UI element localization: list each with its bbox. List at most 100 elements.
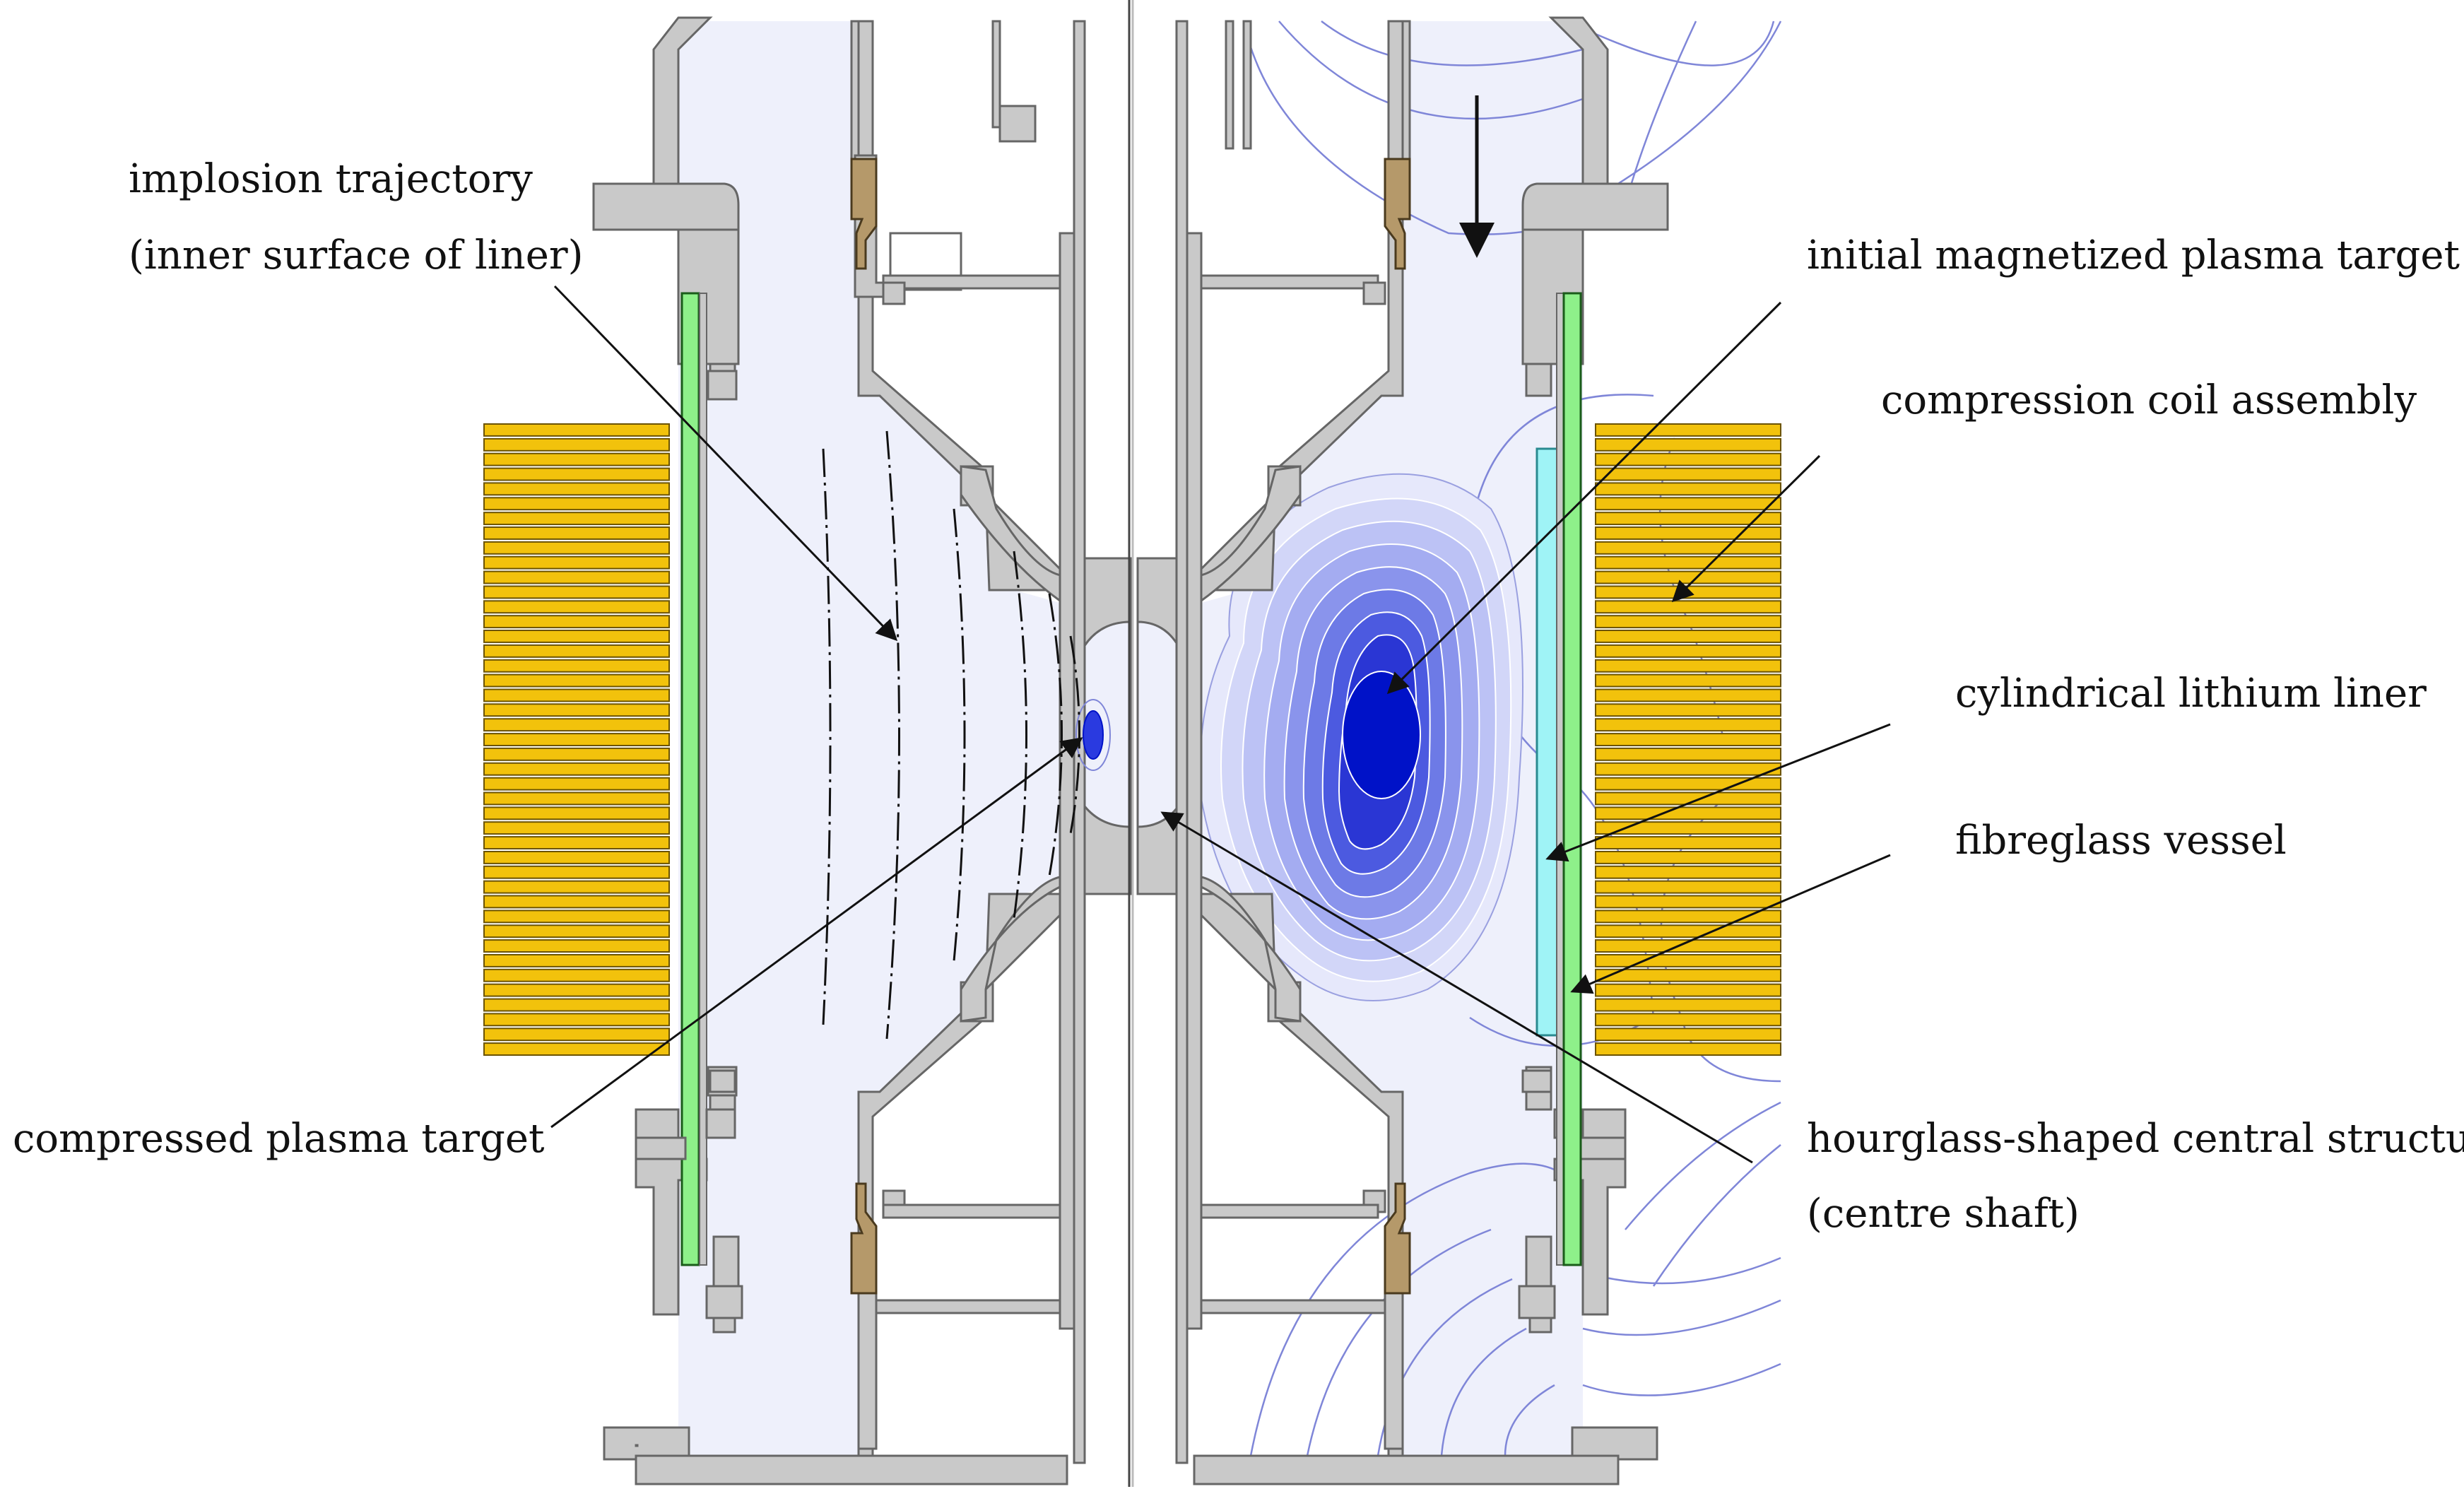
left-coil-winding [483, 570, 670, 584]
initial-plasma-target [1199, 473, 1523, 1001]
right-coil-winding [1595, 836, 1781, 849]
annotations: implosion trajectory (inner surface of l… [13, 156, 2464, 1237]
left-base-plate [635, 1454, 1068, 1485]
left-coil-winding [483, 718, 670, 732]
label-centre-shaft-2: (centre shaft) [1807, 1191, 2080, 1237]
right-coil-winding [1595, 910, 1781, 924]
right-coil-winding [1595, 968, 1781, 982]
compressed-target-contour [1075, 699, 1111, 771]
left-coil-winding [483, 482, 670, 496]
compressed-plasma-target [1083, 710, 1104, 760]
right-compression-coil [1595, 423, 1781, 1056]
label-fibreglass-vessel: fibreglass vessel [1955, 818, 2287, 864]
label-implosion-trajectory: implosion trajectory [129, 156, 533, 202]
left-coil-winding [483, 983, 670, 997]
left-coil-winding [483, 777, 670, 791]
right-coil-winding [1595, 600, 1781, 614]
right-coil-winding [1595, 777, 1781, 791]
implosion-trajectory-lines [822, 430, 1080, 1040]
left-coil-winding [483, 880, 670, 894]
right-coil-winding [1595, 512, 1781, 526]
right-coil-winding [1595, 762, 1781, 776]
left-coil-winding [483, 512, 670, 526]
right-coil-winding [1595, 541, 1781, 555]
left-bronze-bracket-top [850, 158, 878, 270]
label-lithium-liner: cylindrical lithium liner [1955, 671, 2427, 717]
left-coil-winding [483, 791, 670, 806]
left-compression-coil [483, 423, 670, 1056]
right-coil-winding [1595, 703, 1781, 717]
leader-compressed-plasma-target [550, 737, 1083, 1129]
left-coil-winding [483, 467, 670, 481]
right-coil-winding [1595, 733, 1781, 746]
left-coil-winding [483, 615, 670, 629]
right-coil-winding [1595, 880, 1781, 894]
right-bronze-bracket-bottom [1384, 1182, 1411, 1295]
left-coil-winding [483, 644, 670, 658]
right-coil-winding [1595, 467, 1781, 481]
left-coil-winding [483, 423, 670, 437]
left-fibreglass-vessel [680, 292, 700, 1266]
left-coil-winding [483, 541, 670, 555]
right-coil-winding [1595, 585, 1781, 599]
right-half [1136, 16, 1782, 1485]
right-coil-winding [1595, 423, 1781, 437]
right-coil-winding [1595, 673, 1781, 688]
right-coil-winding [1595, 895, 1781, 909]
left-coil-winding [483, 998, 670, 1012]
right-coil-winding [1595, 939, 1781, 953]
right-coil-winding [1595, 497, 1781, 511]
right-coil-winding [1595, 452, 1781, 466]
right-coil-winding [1595, 954, 1781, 967]
left-coil-winding [483, 452, 670, 466]
left-coil-winding [483, 806, 670, 820]
left-coil-winding [483, 673, 670, 688]
left-coil-winding [483, 688, 670, 702]
left-coil-winding [483, 954, 670, 967]
right-coil-winding [1595, 615, 1781, 629]
left-coil-winding [483, 585, 670, 599]
left-coil-winding [483, 526, 670, 540]
right-coil-winding [1595, 1028, 1781, 1042]
right-coil-winding [1595, 865, 1781, 879]
leader-compression-coil [1671, 454, 1821, 603]
label-initial-plasma-target: initial magnetized plasma target [1807, 232, 2460, 278]
right-coil-winding [1595, 659, 1781, 673]
left-coil-winding [483, 1013, 670, 1027]
right-bronze-bracket-top [1384, 158, 1411, 270]
left-coil-winding [483, 703, 670, 717]
left-coil-winding [483, 924, 670, 938]
right-coil-winding [1595, 747, 1781, 761]
left-coil-winding [483, 437, 670, 452]
left-coil-winding [483, 939, 670, 953]
right-coil-winding [1595, 851, 1781, 864]
right-coil-winding [1595, 718, 1781, 732]
right-coil-winding [1595, 630, 1781, 643]
right-base-plate [1193, 1454, 1620, 1485]
left-coil-winding [483, 895, 670, 909]
label-centre-shaft-1: hourglass-shaped central structure [1807, 1116, 2464, 1162]
left-coil-winding [483, 836, 670, 849]
right-coil-winding [1595, 821, 1781, 835]
right-coil-winding [1595, 555, 1781, 570]
left-half [483, 16, 1132, 1485]
left-coil-winding [483, 733, 670, 746]
label-compressed-plasma-target: compressed plasma target [13, 1116, 545, 1162]
right-coil-winding [1595, 482, 1781, 496]
left-vessel-interior [678, 21, 1102, 1456]
left-coil-winding [483, 600, 670, 614]
left-coil-winding [483, 762, 670, 776]
right-coil-winding [1595, 688, 1781, 702]
right-fibreglass-vessel [1562, 292, 1582, 1266]
left-bronze-bracket-bottom [850, 1182, 878, 1295]
right-coil-winding [1595, 806, 1781, 820]
leader-fibreglass-vessel [1570, 854, 1891, 994]
left-coil-winding [483, 851, 670, 864]
left-coil-winding [483, 555, 670, 570]
left-vessel-clamps [635, 370, 743, 1334]
central-axis [1128, 0, 1134, 1487]
left-coil-winding [483, 659, 670, 673]
leader-lithium-liner [1545, 723, 1891, 862]
left-coil-winding [483, 747, 670, 761]
right-coil-winding [1595, 983, 1781, 997]
